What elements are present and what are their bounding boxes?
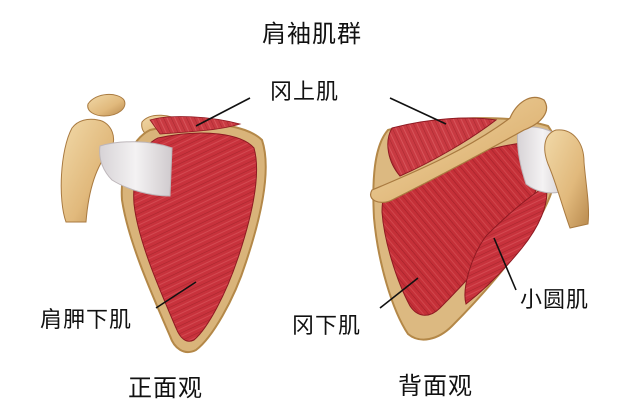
label-teres-minor: 小圆肌 [520,288,590,313]
label-subscapularis: 肩胛下肌 [40,308,133,333]
leader-teres-minor [493,237,517,291]
leader-subscapularis [155,281,197,309]
front-tendon [99,141,173,197]
back-humerus [544,129,589,229]
front-coracoid [87,94,126,117]
leader-supraspinatus-back [389,97,447,125]
back-supraspinatus-muscle [387,117,498,177]
caption-back-view: 背面观 [398,372,473,400]
caption-front-view: 正面观 [128,374,203,402]
front-supraspinatus [149,116,242,135]
leader-lines [155,97,517,309]
leader-supraspinatus-front [195,97,251,127]
back-scapular-spine [370,96,548,203]
back-view-illustration [370,96,589,341]
front-view-illustration [60,94,267,354]
label-supraspinatus: 冈上肌 [270,80,340,105]
back-teres-minor-muscle [464,185,548,305]
label-infraspinatus: 冈下肌 [292,314,362,339]
leader-infraspinatus [379,277,419,309]
diagram-title: 肩袖肌群 [262,20,362,48]
